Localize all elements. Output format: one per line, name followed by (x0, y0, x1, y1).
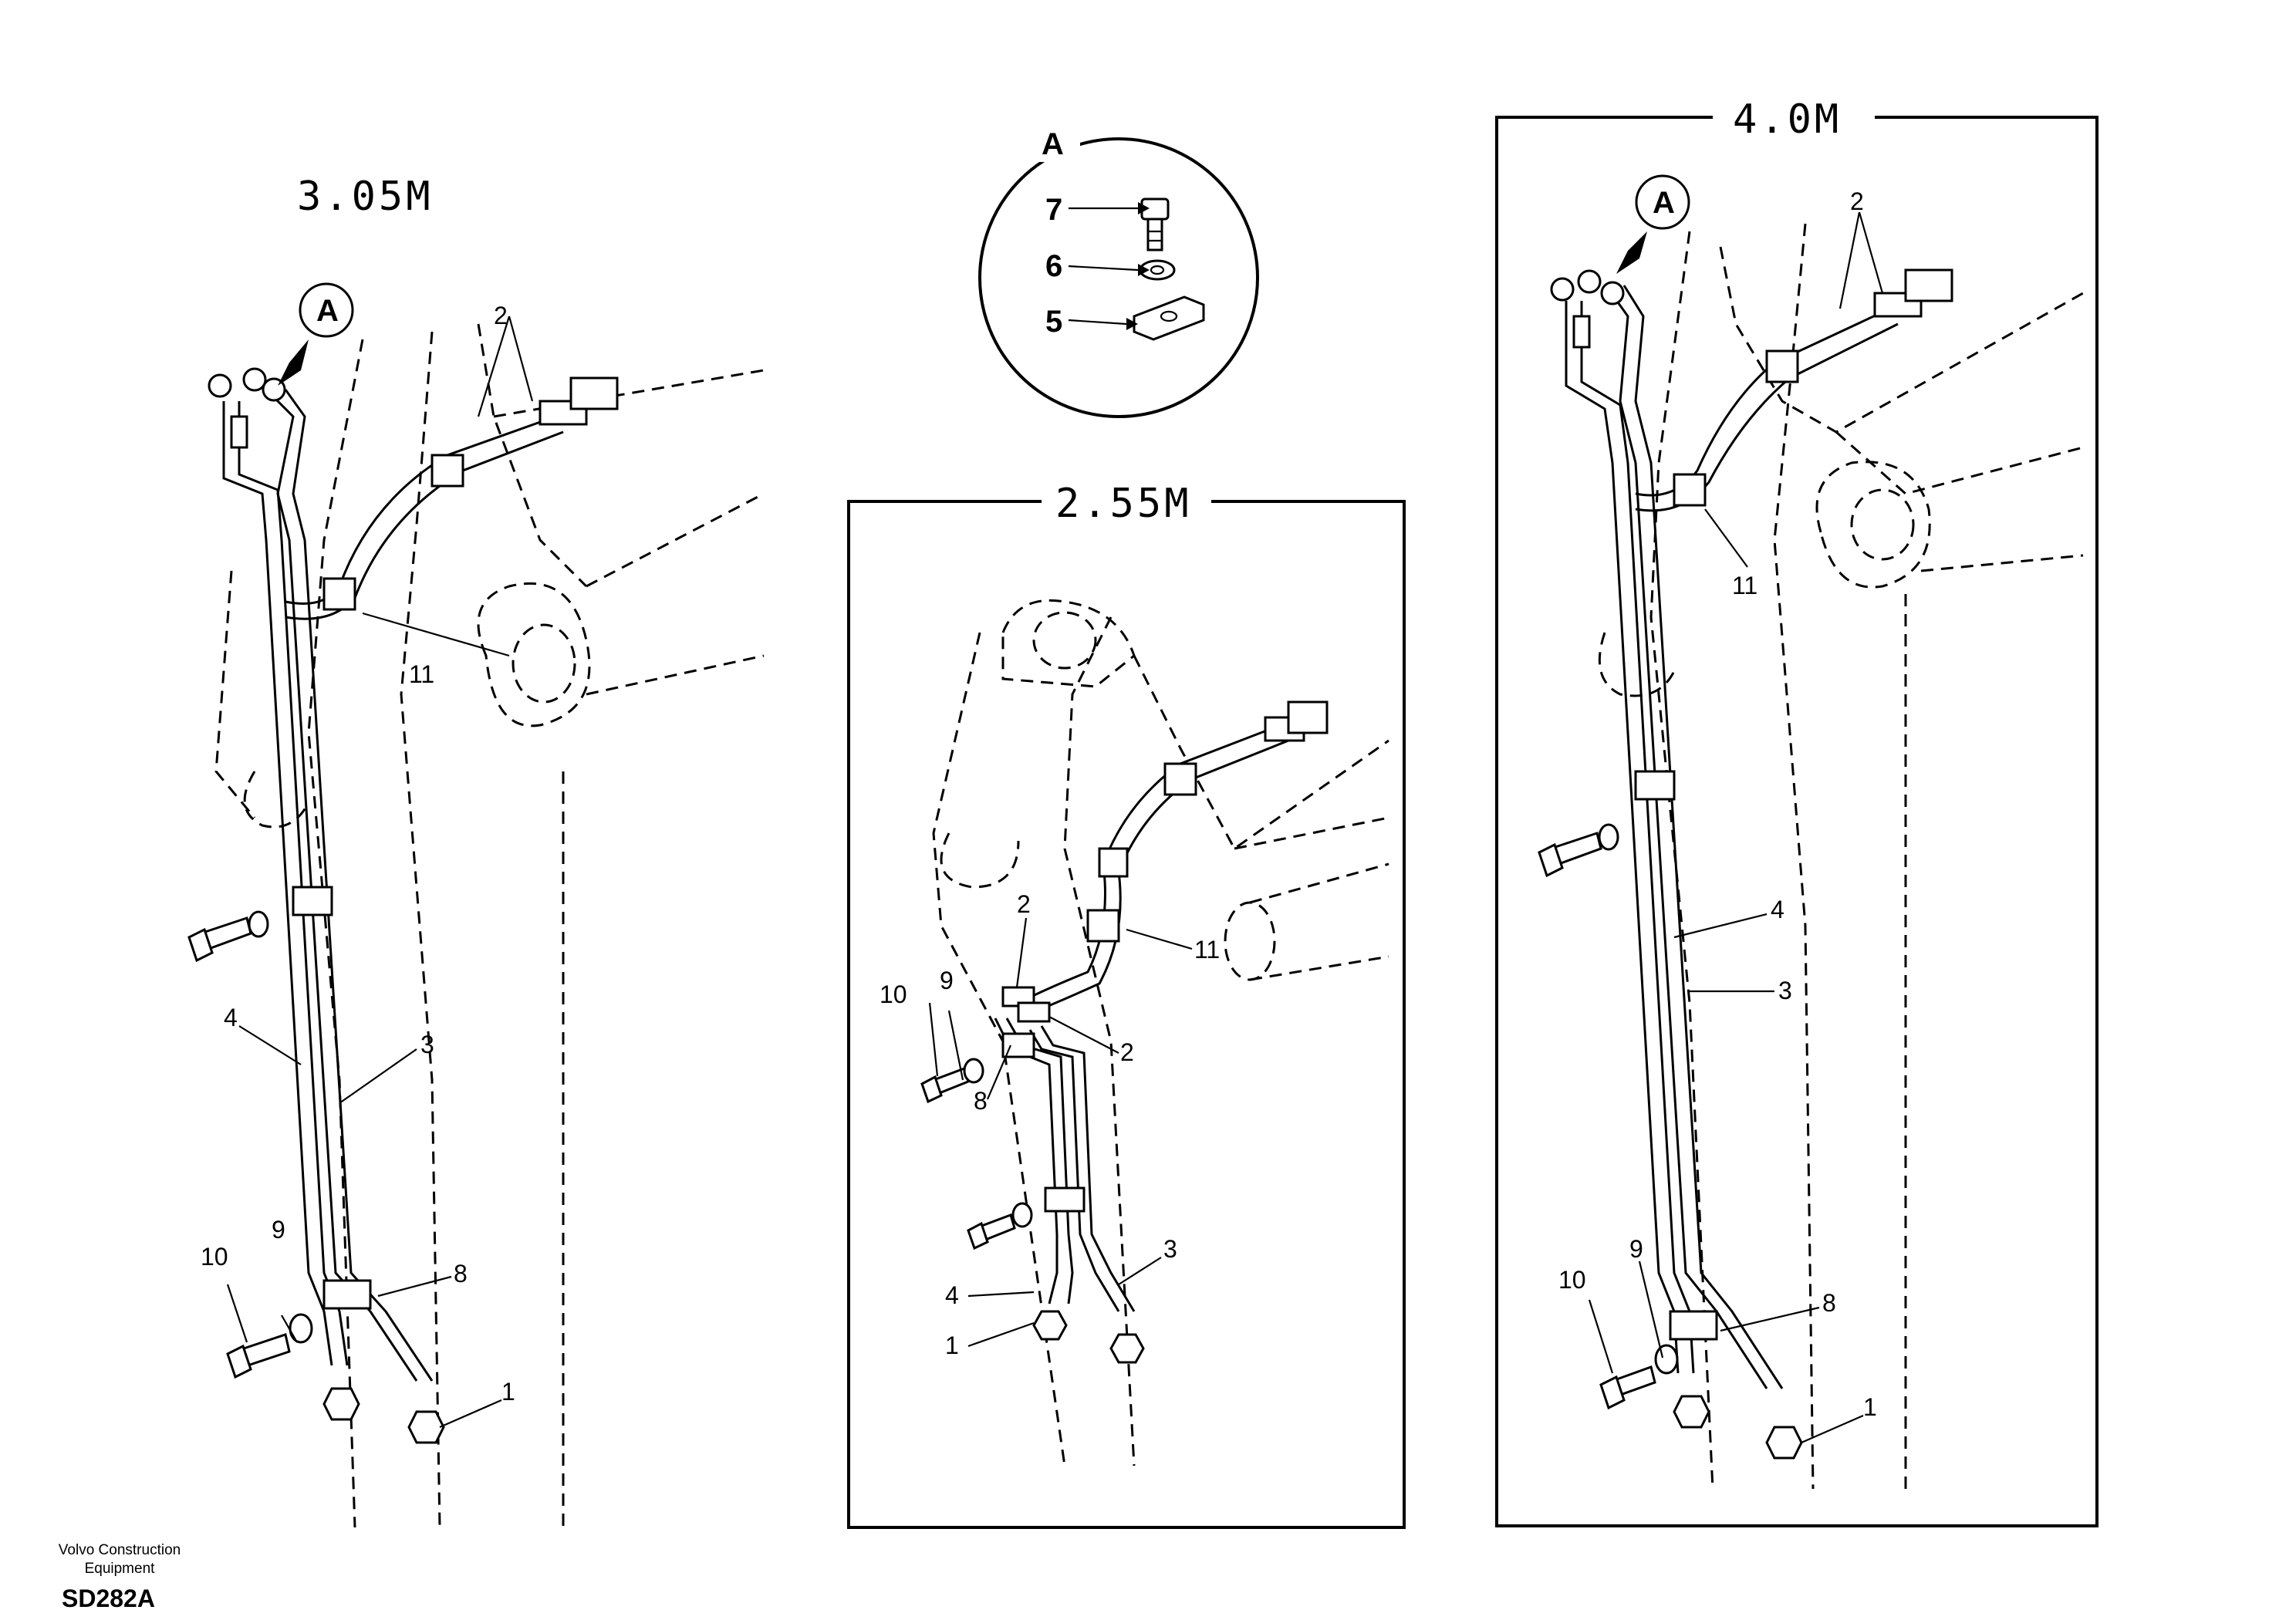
detail-a-marker-left (299, 282, 354, 338)
clamp-11-right (1673, 473, 1707, 507)
label-10-right: 10 (1558, 1266, 1586, 1294)
clamp-8-left (322, 1279, 372, 1310)
label-6-detail: 6 (1045, 249, 1062, 283)
detail-a-title: A (1042, 127, 1064, 161)
label-8-right: 8 (1822, 1289, 1836, 1317)
footer: Volvo Construction Equipment SD282A (31, 1541, 208, 1613)
part-clamp-base-5 (1133, 295, 1205, 341)
panel-left-3-05m: 3.05M (187, 174, 765, 1528)
label-2-left: 2 (494, 302, 508, 329)
panel-title-left: 3.05M (297, 174, 434, 220)
panel-middle-2-55m: 2.55M (847, 481, 1406, 1529)
label-10-left: 10 (201, 1243, 228, 1271)
label-3-right: 3 (1778, 977, 1792, 1004)
nut-1-middle (1032, 1310, 1068, 1341)
label-11-left: 11 (409, 660, 434, 688)
nut-1-right-a (1673, 1395, 1710, 1429)
label-4-left: 4 (224, 1004, 238, 1031)
label-1-right: 1 (1863, 1393, 1877, 1421)
label-4-middle: 4 (945, 1281, 959, 1309)
label-8-middle: 8 (974, 1087, 988, 1115)
detail-a-ref-right: A (1653, 186, 1675, 220)
bolt-right-upper (1538, 823, 1619, 878)
label-9-middle: 9 (940, 967, 954, 994)
label-11-right: 11 (1732, 572, 1757, 599)
clamp-11-left-upper (430, 454, 464, 488)
bolt-10-left-lower (226, 1313, 313, 1379)
nut-1-left-b (407, 1410, 445, 1444)
label-2-middle-a: 2 (1017, 890, 1031, 918)
label-7-detail: 7 (1045, 193, 1062, 227)
detail-a-ref-left: A (316, 294, 339, 328)
brand-label: Volvo Construction Equipment (58, 1542, 181, 1577)
nut-1-left-a (322, 1387, 360, 1421)
label-3-left: 3 (420, 1031, 434, 1058)
label-2-right: 2 (1850, 187, 1864, 215)
label-8-left: 8 (454, 1260, 468, 1288)
label-4-right: 4 (1771, 896, 1784, 923)
hose-2-fitting-b (1017, 1001, 1051, 1023)
label-1-middle: 1 (945, 1331, 959, 1359)
clamp-11-middle (1086, 909, 1120, 943)
panel-detail-a: A 7 6 5 (978, 116, 1259, 418)
bolt-10-left (187, 910, 269, 963)
bolt-10-middle (920, 1058, 984, 1104)
label-11-middle: 11 (1194, 936, 1220, 964)
clamp-mid-right (1634, 770, 1676, 801)
bolt-10-right (1599, 1344, 1679, 1410)
clamp-mid-left (292, 886, 333, 916)
label-1-left: 1 (501, 1378, 515, 1406)
bolt-middle-lower (967, 1202, 1033, 1250)
label-2-middle-b: 2 (1120, 1038, 1134, 1066)
panel-title-right: 4.0M (1733, 96, 1842, 143)
label-3-middle: 3 (1163, 1235, 1177, 1263)
part-clamp-bolt-7 (1140, 197, 1170, 251)
drawing-code: SD282A (62, 1585, 155, 1612)
panel-right-4-0m: 4.0M (1495, 96, 2098, 1527)
label-9-left: 9 (272, 1216, 285, 1244)
clamp-8-right (1669, 1310, 1718, 1341)
detail-a-circle (978, 137, 1259, 418)
label-9-right: 9 (1629, 1235, 1643, 1263)
detail-a-marker-right (1635, 174, 1690, 230)
panel-title-middle: 2.55M (1055, 481, 1192, 527)
nut-1-right-b (1765, 1426, 1803, 1460)
label-5-detail: 5 (1045, 305, 1062, 339)
clamp-11-left-lower (322, 577, 356, 611)
hose-fitting-left-2 (569, 376, 619, 410)
label-10-middle: 10 (880, 980, 907, 1008)
